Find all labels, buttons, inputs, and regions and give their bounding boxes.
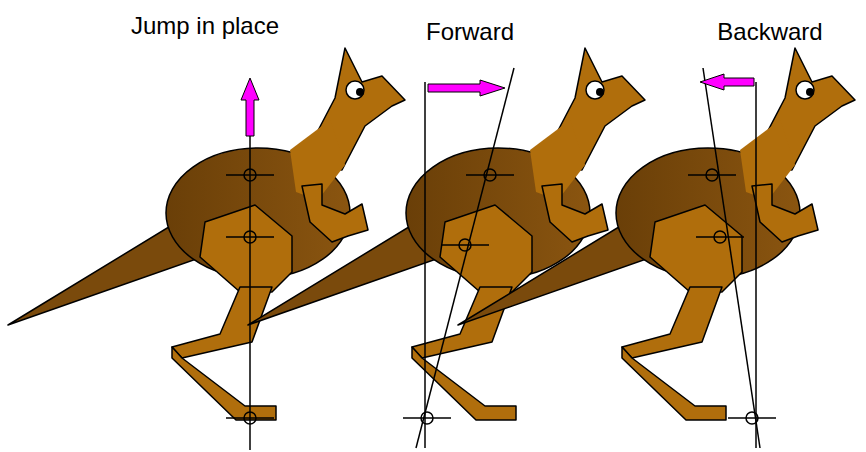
caption-label: Backward [700,18,840,46]
caption-label: Jump in place [130,12,280,40]
caption-label: Forward [400,18,540,46]
